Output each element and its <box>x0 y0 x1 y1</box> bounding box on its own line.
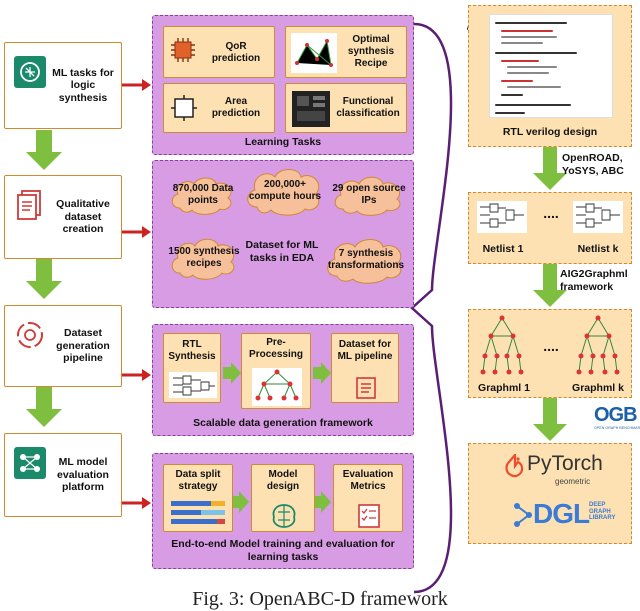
step-dataset-creation: Qualitative dataset creation <box>4 175 122 259</box>
pytorch-logo: PyTorch geometric <box>505 452 625 488</box>
verilog-code-thumbnail <box>489 14 613 118</box>
cloud-synthesis-recipes: 1500 synthesis recipes <box>168 235 240 281</box>
panel-title: Learning Tasks <box>244 136 322 148</box>
stage-rtl-synthesis: RTL Synthesis <box>163 333 221 403</box>
step-evaluation-platform: ML model evaluation platform <box>4 433 122 517</box>
rtl-box: RTL verilog design <box>468 5 632 147</box>
stage-label: Data split strategy <box>175 469 221 492</box>
right-green-arrows <box>533 147 567 441</box>
pipeline-cycle-icon <box>13 318 47 352</box>
graph-thumbnail <box>252 368 302 406</box>
metrics-checklist-icon <box>358 504 380 528</box>
pytorch-logo-subtitle: geometric <box>555 477 591 486</box>
card-label: QoR prediction <box>211 41 261 64</box>
card-label: Optimal synthesis Recipe <box>347 34 395 69</box>
card-area-prediction: Area prediction <box>163 83 275 133</box>
stage-preprocessing: Pre-Processing <box>241 333 311 409</box>
graphml-last-label: Graphml k <box>572 382 624 394</box>
card-optimal-recipe: Optimal synthesis Recipe <box>285 26 407 78</box>
step-ml-tasks: ML tasks for logic synthesis <box>4 42 122 129</box>
card-label: Functional classification <box>336 96 400 119</box>
rtl-label: RTL verilog design <box>502 126 598 138</box>
pytorch-logo-text: PyTorch <box>527 452 603 475</box>
step-generation-pipeline: Dataset generation pipeline <box>4 305 122 387</box>
ogb-logo: OGB OPEN GRAPH BENCHMARK <box>594 404 640 438</box>
pytorch-flame-icon <box>505 454 524 478</box>
cloud-label: 7 synthesis transformations <box>327 248 405 271</box>
tools-label: OpenROAD, YoSYS, ABC <box>562 152 624 178</box>
graphml-diagram-first <box>480 315 524 375</box>
panel-title: Scalable data generation framework <box>193 417 373 429</box>
graphml-box: .... Graphml 1 Graphml k <box>468 309 632 398</box>
netlist-diagram-last <box>573 201 623 233</box>
panel-title: End-to-end Model training and evaluation… <box>171 538 395 564</box>
cloud-label: 200,000+ compute hours <box>248 179 322 202</box>
stage-label: Model design <box>266 469 300 492</box>
ogb-logo-text: OGB <box>594 404 638 426</box>
stage-model-design: Model design <box>251 464 315 532</box>
dataset-center-label: Dataset for ML tasks in EDA <box>245 239 319 265</box>
stage-data-split: Data split strategy <box>163 464 233 532</box>
converter-label: AIG2Graphml framework <box>560 268 628 294</box>
graphml-first-label: Graphml 1 <box>478 382 530 394</box>
left-green-arrows <box>26 130 62 427</box>
documents-icon <box>13 188 47 222</box>
dgl-logo-subtitle: DEEP GRAPH LIBRARY <box>589 502 616 522</box>
split-bars-icon <box>171 501 225 524</box>
cloud-label: 870,000 Data points <box>172 183 234 206</box>
cloud-label: 29 open source IPs <box>332 183 406 206</box>
stage-arrows <box>233 491 331 513</box>
step-label: Qualitative dataset creation <box>56 198 110 236</box>
checklist-icon <box>356 377 376 399</box>
step-label: ML tasks for logic synthesis <box>52 66 114 104</box>
figure-caption: Fig. 3: OpenABC-D framework <box>192 588 448 610</box>
block-icon <box>171 95 197 121</box>
graphml-diagram-last <box>576 315 620 375</box>
model-network-icon <box>13 446 47 480</box>
netlist-last-label: Netlist k <box>577 243 619 255</box>
dgl-graph-icon <box>514 503 532 527</box>
step-label: Dataset generation pipeline <box>56 327 110 365</box>
frameworks-box: PyTorch geometric DGL DEEP GRAPH LIBRARY <box>468 443 632 544</box>
chip-icon <box>171 38 195 62</box>
stage-evaluation-metrics: Evaluation Metrics <box>333 464 403 532</box>
dgl-logo: DGL DEEP GRAPH LIBRARY <box>513 496 625 534</box>
graph-thumbnail-icon <box>291 33 337 73</box>
neural-brain-icon <box>272 504 296 528</box>
cloud-transformations: 7 synthesis transformations <box>323 235 409 285</box>
stage-ml-dataset: Dataset for ML pipeline <box>331 333 399 403</box>
netlist-diagram-first <box>477 201 527 233</box>
left-red-arrows <box>122 79 151 509</box>
panel-dataset: 870,000 Data points 200,000+ compute hou… <box>152 160 414 308</box>
card-label: Area prediction <box>211 96 261 119</box>
netlist-box: .... Netlist 1 Netlist k <box>468 192 632 264</box>
stage-label: Dataset for ML pipeline <box>337 339 393 362</box>
panel-learning-tasks: QoR prediction Optimal synthesis Recipe … <box>152 15 414 155</box>
cloud-data-points: 870,000 Data points <box>168 174 238 216</box>
graphml-ellipsis: .... <box>543 338 559 354</box>
cloud-compute-hours: 200,000+ compute hours <box>243 165 327 217</box>
step-label: ML model evaluation platform <box>57 456 109 494</box>
bracket-curve <box>410 22 453 594</box>
netlist-thumbnail <box>169 372 217 398</box>
dgl-logo-text: DGL <box>533 498 590 529</box>
card-functional-classification: Functional classification <box>285 83 407 133</box>
panel-training: Data split strategy Model design Evaluat… <box>152 453 414 569</box>
cloud-open-source-ips: 29 open source IPs <box>331 173 407 217</box>
panel-generation: RTL Synthesis Pre-Processing Dataset for… <box>152 324 414 436</box>
brain-chip-icon <box>13 55 47 89</box>
stage-arrows <box>223 362 331 384</box>
board-icon <box>292 91 330 127</box>
netlist-ellipsis: .... <box>543 205 559 221</box>
ogb-logo-subtitle: OPEN GRAPH BENCHMARK <box>594 426 640 430</box>
cloud-label: 1500 synthesis recipes <box>168 246 240 269</box>
card-qor-prediction: QoR prediction <box>163 26 275 78</box>
netlist-first-label: Netlist 1 <box>482 243 524 255</box>
stage-label: Evaluation Metrics <box>342 469 394 492</box>
stage-label: Pre-Processing <box>249 337 303 360</box>
stage-label: RTL Synthesis <box>168 339 216 362</box>
